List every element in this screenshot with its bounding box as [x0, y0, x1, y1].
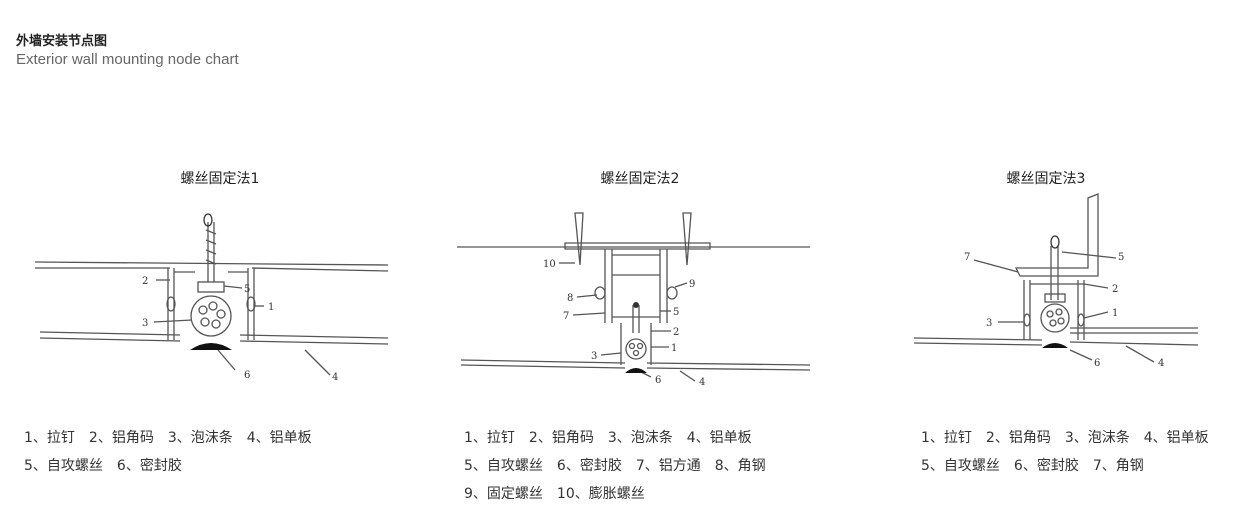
- method-3-title: 螺丝固定法3: [1006, 171, 1086, 187]
- label-7: 7: [964, 252, 970, 263]
- label-9: 9: [689, 279, 695, 290]
- legend-line: 5、自攻螺丝 6、密封胶: [24, 458, 182, 474]
- page-subtitle: Exterior wall mounting node chart: [16, 51, 239, 68]
- label-6: 6: [1094, 358, 1100, 369]
- method-1-diagram: 2 5 3 1 6 4: [30, 210, 400, 390]
- label-2: 2: [673, 327, 679, 338]
- label-10: 10: [543, 259, 556, 270]
- label-3: 3: [142, 318, 148, 329]
- method-3-diagram: 7 5 2 1 3 6 4: [912, 190, 1202, 380]
- label-5: 5: [673, 307, 679, 318]
- legend-line: 1、拉钉 2、铝角码 3、泡沫条 4、铝单板: [24, 430, 312, 446]
- method-3-legend: 1、拉钉 2、铝角码 3、泡沫条 4、铝单板 5、自攻螺丝 6、密封胶 7、角钢: [921, 424, 1209, 480]
- label-4: 4: [699, 377, 705, 388]
- label-6: 6: [244, 370, 250, 381]
- label-1: 1: [671, 343, 677, 354]
- label-6: 6: [655, 375, 661, 386]
- method-2-legend: 1、拉钉 2、铝角码 3、泡沫条 4、铝单板 5、自攻螺丝 6、密封胶 7、铝方…: [464, 424, 766, 508]
- method-2-diagram: 10 9 8 7 5 2 1 3 6 4: [455, 205, 815, 390]
- legend-line: 1、拉钉 2、铝角码 3、泡沫条 4、铝单板: [921, 430, 1209, 446]
- method-2-title: 螺丝固定法2: [600, 171, 680, 187]
- label-1: 1: [1112, 308, 1118, 319]
- label-8: 8: [567, 293, 573, 304]
- label-5: 5: [244, 284, 250, 295]
- label-1: 1: [268, 302, 274, 313]
- label-2: 2: [142, 276, 148, 287]
- method-1-legend: 1、拉钉 2、铝角码 3、泡沫条 4、铝单板 5、自攻螺丝 6、密封胶: [24, 424, 312, 480]
- label-3: 3: [986, 318, 992, 329]
- label-4: 4: [1158, 358, 1164, 369]
- legend-line: 5、自攻螺丝 6、密封胶 7、角钢: [921, 458, 1144, 474]
- label-7: 7: [563, 311, 569, 322]
- label-4: 4: [332, 372, 338, 383]
- page-title: 外墙安装节点图: [16, 34, 108, 49]
- label-5: 5: [1118, 252, 1124, 263]
- label-2: 2: [1112, 284, 1118, 295]
- legend-line: 9、固定螺丝 10、膨胀螺丝: [464, 486, 645, 502]
- label-3: 3: [591, 351, 597, 362]
- method-1-title: 螺丝固定法1: [180, 171, 260, 187]
- legend-line: 1、拉钉 2、铝角码 3、泡沫条 4、铝单板: [464, 430, 752, 446]
- legend-line: 5、自攻螺丝 6、密封胶 7、铝方通 8、角钢: [464, 458, 766, 474]
